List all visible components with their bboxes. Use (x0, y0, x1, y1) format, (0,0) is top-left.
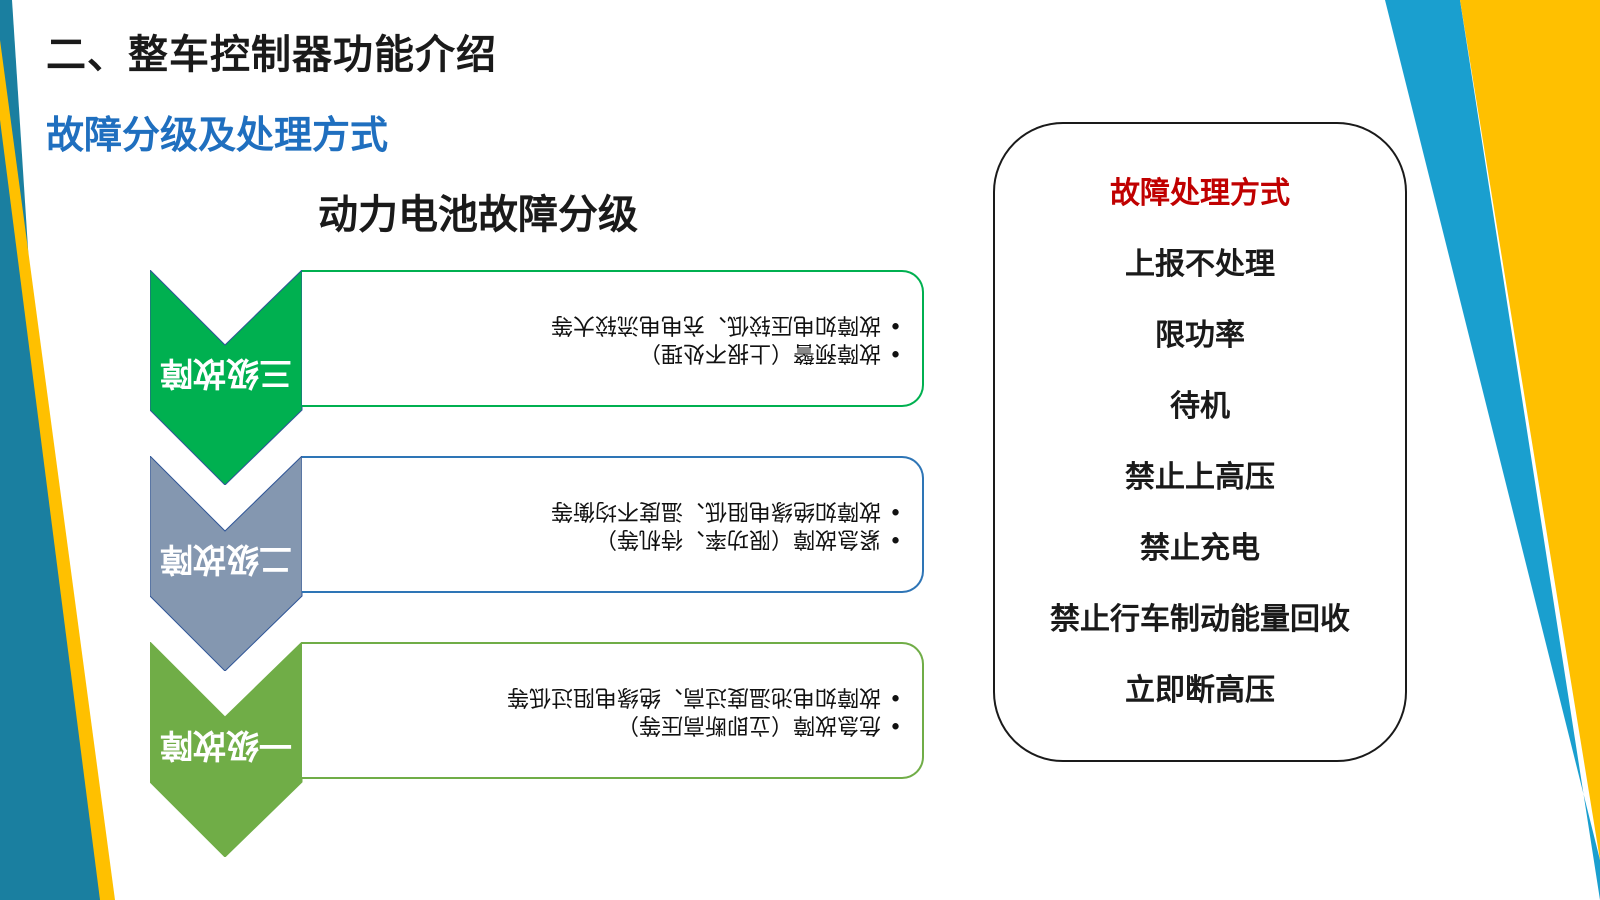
handling-item: 上报不处理 (1125, 247, 1275, 282)
level-1-row: 一级故障 危急故障（立即断高压等） 故障如电池温度过高、绝缘电阻过低等 (150, 642, 930, 857)
page-title: 二、整车控制器功能介绍 (46, 32, 497, 78)
level-1-list: 危急故障（立即断高压等） 故障如电池温度过高、绝缘电阻过低等 (322, 682, 902, 738)
list-item: 故障如电压较低、充电电流较大等 (322, 310, 902, 338)
handling-item: 禁止充电 (1140, 531, 1260, 566)
level-2-list: 紧急故障（限功率、待机等） 故障如绝缘电阻低、温度不均衡等 (322, 496, 902, 552)
list-item: 故障如电池温度过高、绝缘电阻过低等 (322, 682, 902, 710)
handling-item: 禁止行车制动能量回收 (1050, 602, 1350, 637)
level-3-chevron (150, 270, 303, 485)
level-2-label: 二级故障 (160, 540, 292, 579)
level-2-row: 二级故障 紧急故障（限功率、待机等） 故障如绝缘电阻低、温度不均衡等 (150, 456, 930, 671)
handling-item: 限功率 (1155, 318, 1245, 353)
level-1-chevron (150, 642, 303, 857)
right-yellow-band (1460, 0, 1600, 860)
handling-item: 待机 (1170, 389, 1230, 424)
handling-item: 禁止上高压 (1125, 460, 1275, 495)
page-subtitle: 故障分级及处理方式 (46, 113, 389, 157)
left-teal-stripe (0, 120, 100, 900)
level-2-chevron (150, 456, 303, 671)
level-3-row: 三级故障 故障预警（上报不处理） 故障如电压较低、充电电流较大等 (150, 270, 930, 485)
handling-item: 立即断高压 (1125, 673, 1275, 708)
list-item: 故障预警（上报不处理） (322, 338, 902, 366)
chart-heading: 动力电池故障分级 (318, 192, 638, 238)
level-3-label: 三级故障 (160, 354, 292, 393)
list-item: 紧急故障（限功率、待机等） (322, 524, 902, 552)
level-3-list: 故障预警（上报不处理） 故障如电压较低、充电电流较大等 (322, 310, 902, 366)
level-1-label: 一级故障 (160, 726, 292, 765)
list-item: 故障如绝缘电阻低、温度不均衡等 (322, 496, 902, 524)
panel-heading: 故障处理方式 (1110, 176, 1290, 211)
handling-methods-panel: 故障处理方式 上报不处理 限功率 待机 禁止上高压 禁止充电 禁止行车制动能量回… (993, 122, 1407, 762)
list-item: 危急故障（立即断高压等） (322, 710, 902, 738)
